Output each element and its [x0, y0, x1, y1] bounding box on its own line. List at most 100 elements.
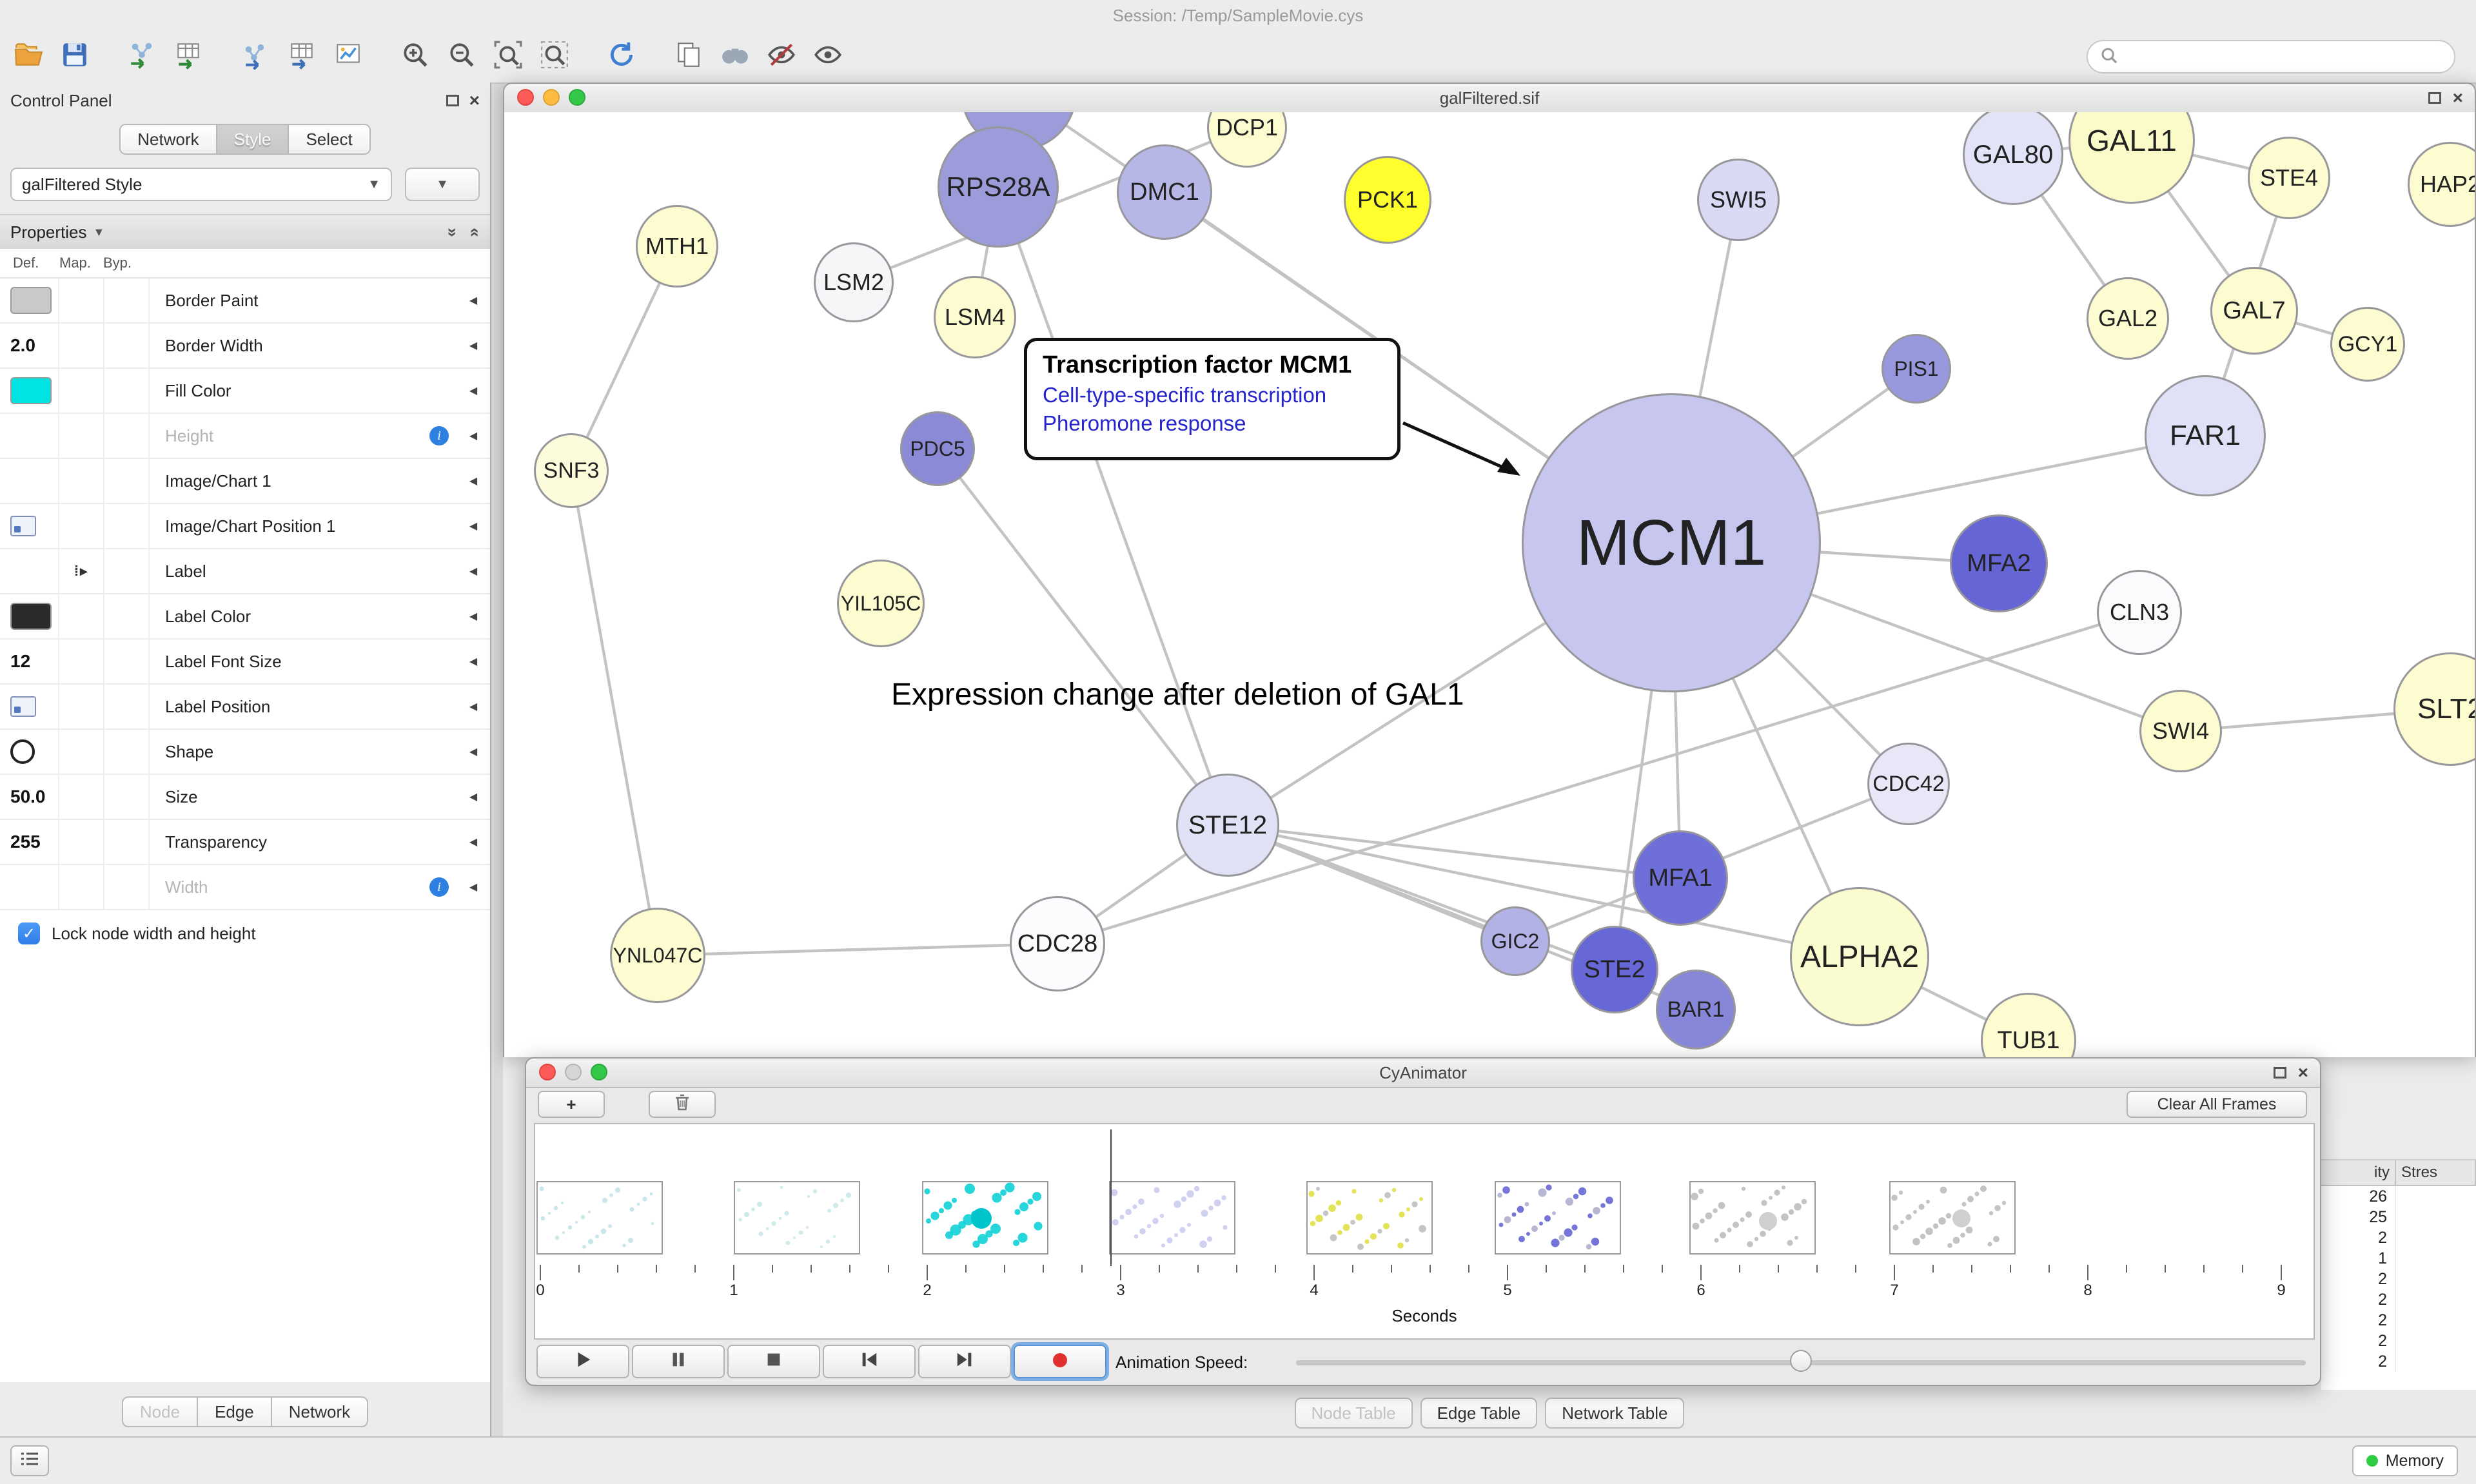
default-value-cell[interactable]: 12 [0, 639, 59, 683]
expand-arrow-icon[interactable]: ◀ [469, 611, 478, 622]
expand-arrow-icon[interactable]: ◀ [469, 340, 478, 351]
expand-arrow-icon[interactable]: ◀ [469, 701, 478, 712]
default-value-cell[interactable] [0, 459, 59, 503]
close-view-icon[interactable]: × [2452, 88, 2463, 108]
expand-arrow-icon[interactable]: ◀ [469, 295, 478, 306]
expand-arrow-icon[interactable]: ◀ [469, 747, 478, 757]
hide-selected-button[interactable] [758, 36, 805, 77]
zoom-window-icon[interactable] [569, 89, 585, 106]
open-session-button[interactable] [5, 36, 52, 77]
tab-edge-style[interactable]: Edge [198, 1396, 272, 1427]
tab-network[interactable]: Network [119, 124, 217, 155]
bypass-cell[interactable] [104, 324, 150, 367]
network-node-ALPHA2[interactable]: ALPHA2 [1790, 887, 1929, 1026]
network-node-PCK1[interactable]: PCK1 [1344, 156, 1431, 244]
animation-frame-thumbnail-6[interactable] [1689, 1181, 1816, 1255]
network-node-STE12[interactable]: STE12 [1176, 774, 1279, 877]
network-node-GCY1[interactable]: GCY1 [2330, 307, 2405, 382]
mcm1-annotation-box[interactable]: Transcription factor MCM1 Cell-type-spec… [1024, 338, 1400, 460]
bypass-cell[interactable] [104, 594, 150, 638]
default-value-cell[interactable] [0, 414, 59, 458]
network-node-GAL2[interactable]: GAL2 [2087, 277, 2169, 360]
network-edge[interactable] [1227, 823, 1860, 959]
record-button[interactable] [1014, 1345, 1106, 1378]
default-value-cell[interactable] [0, 685, 59, 728]
bypass-cell[interactable] [104, 414, 150, 458]
show-panels-button[interactable] [10, 1445, 49, 1476]
properties-header[interactable]: Properties ▼ » « [0, 214, 490, 250]
network-node-STE4[interactable]: STE4 [2248, 137, 2330, 219]
float-window-icon[interactable] [2428, 92, 2441, 104]
export-table-button[interactable] [279, 36, 325, 77]
default-value-cell[interactable] [0, 504, 59, 548]
network-node-SWI4[interactable]: SWI4 [2139, 690, 2222, 772]
expand-arrow-icon[interactable]: ◀ [469, 566, 478, 577]
network-window-titlebar[interactable]: galFiltered.sif × [504, 84, 2475, 113]
network-canvas[interactable]: Expression change after deletion of GAL1… [504, 112, 2475, 1057]
save-session-button[interactable] [52, 36, 98, 77]
network-node-MTH1[interactable]: MTH1 [636, 205, 718, 288]
mapping-cell[interactable] [59, 459, 104, 503]
network-node-LSM2[interactable]: LSM2 [814, 242, 894, 322]
style-selector[interactable]: galFiltered Style ▼ [10, 168, 392, 201]
default-value-cell[interactable] [0, 369, 59, 413]
network-node-PIS1[interactable]: PIS1 [1882, 334, 1951, 404]
mapping-cell[interactable] [59, 820, 104, 864]
close-view-icon[interactable]: × [2297, 1062, 2308, 1082]
network-node-FAR1[interactable]: FAR1 [2145, 375, 2266, 496]
tab-edge-table[interactable]: Edge Table [1420, 1398, 1538, 1429]
mapping-cell[interactable]: ⁞▸ [59, 549, 104, 593]
close-window-icon[interactable] [517, 89, 534, 106]
bypass-cell[interactable] [104, 369, 150, 413]
network-node-RPS28A[interactable]: RPS28A [938, 126, 1059, 248]
bypass-cell[interactable] [104, 685, 150, 728]
expand-arrow-icon[interactable]: ◀ [469, 476, 478, 487]
animation-frame-thumbnail-4[interactable] [1306, 1181, 1433, 1255]
mapping-cell[interactable] [59, 730, 104, 774]
expand-arrow-icon[interactable]: ◀ [469, 386, 478, 396]
network-node-HAP2[interactable]: HAP2 [2408, 142, 2475, 227]
play-button[interactable] [536, 1345, 629, 1378]
network-node-GAL80[interactable]: GAL80 [1963, 112, 2063, 205]
default-value-cell[interactable] [0, 549, 59, 593]
minimize-window-icon[interactable] [543, 89, 560, 106]
bypass-cell[interactable] [104, 820, 150, 864]
network-edge[interactable] [569, 470, 660, 956]
network-node-MCM1[interactable]: MCM1 [1522, 393, 1821, 692]
network-node-YNL047C[interactable]: YNL047C [610, 908, 705, 1003]
bypass-cell[interactable] [104, 865, 150, 909]
expand-all-icon[interactable]: » [443, 227, 463, 237]
default-value-cell[interactable] [0, 865, 59, 909]
zoom-out-button[interactable] [438, 36, 485, 77]
stop-button[interactable] [727, 1345, 820, 1378]
lock-size-checkbox[interactable]: ✓ [18, 923, 40, 944]
zoom-fit-button[interactable] [485, 36, 531, 77]
property-row-border-paint[interactable]: Border Paint◀ [0, 278, 490, 324]
bypass-cell[interactable] [104, 278, 150, 322]
animation-frame-thumbnail-5[interactable] [1495, 1181, 1621, 1255]
network-node-MFA1[interactable]: MFA1 [1633, 830, 1728, 926]
network-caption-annotation[interactable]: Expression change after deletion of GAL1 [891, 678, 1464, 712]
network-node-STE2[interactable]: STE2 [1571, 926, 1658, 1013]
expand-arrow-icon[interactable]: ◀ [469, 656, 478, 667]
zoom-selected-button[interactable] [531, 36, 578, 77]
network-node-DMC1[interactable]: DMC1 [1117, 144, 1212, 240]
animation-speed-handle[interactable] [1790, 1350, 1812, 1372]
network-node-BAR1[interactable]: BAR1 [1656, 970, 1736, 1050]
close-panel-icon[interactable]: × [469, 90, 480, 110]
mapping-cell[interactable] [59, 594, 104, 638]
expand-arrow-icon[interactable]: ◀ [469, 521, 478, 532]
timeline-playhead[interactable] [1110, 1129, 1112, 1266]
table-column-header[interactable]: Stres [2396, 1160, 2476, 1186]
network-edge[interactable] [1057, 610, 2140, 946]
close-window-icon[interactable] [539, 1064, 556, 1080]
table-column-header[interactable]: ity [2321, 1160, 2396, 1186]
tab-style[interactable]: Style [217, 124, 290, 155]
default-value-cell[interactable]: 2.0 [0, 324, 59, 367]
delete-frame-button[interactable] [649, 1091, 716, 1118]
import-network-button[interactable] [119, 36, 165, 77]
cyanimator-titlebar[interactable]: CyAnimator × [526, 1059, 2320, 1088]
